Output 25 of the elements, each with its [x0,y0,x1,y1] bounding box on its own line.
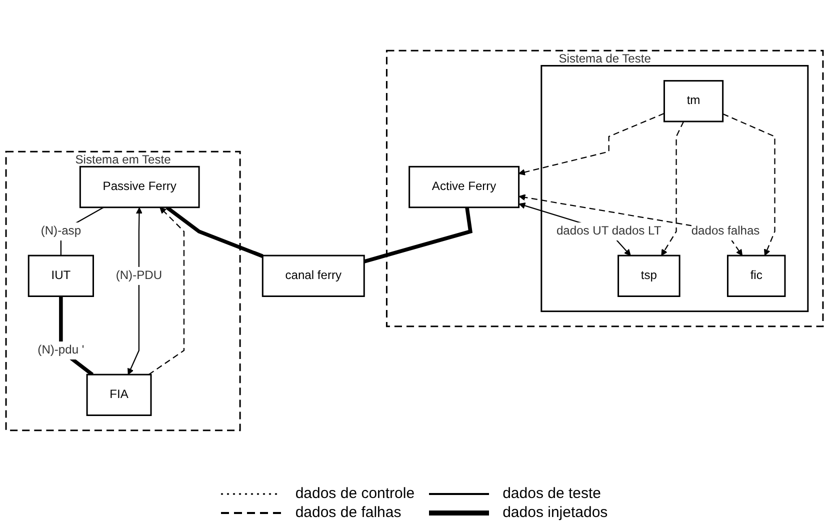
arrow [722,113,776,256]
edge-label: (N)-pdu ' [38,344,84,357]
node-box: tsp [618,254,680,297]
edge-label: dados UT dados LT [556,224,662,238]
edge-label: (N)-PDU [116,269,162,282]
arrow [128,207,143,375]
arrow [661,121,684,256]
edge-label: dados falhas [691,224,760,238]
cluster [540,64,809,312]
node-box: FIA [86,374,152,416]
arrow [148,207,185,376]
edge-label: (N)-asp [40,224,82,238]
connector [166,206,264,258]
node-box: Active Ferry [408,166,520,208]
legend-text: dados de controle [295,485,415,502]
legend-text: dados de teste [502,485,602,502]
legend-text: dados injetados [502,504,608,521]
connector [364,207,473,264]
node-box: Passive Ferry [79,166,200,208]
legend-text: dados de falhas [295,504,402,521]
node-box: fic [726,254,786,297]
node-box: canal ferry [262,254,365,297]
node-box: tm [663,80,724,122]
node-box: IUT [28,254,94,297]
arrow [518,112,664,176]
